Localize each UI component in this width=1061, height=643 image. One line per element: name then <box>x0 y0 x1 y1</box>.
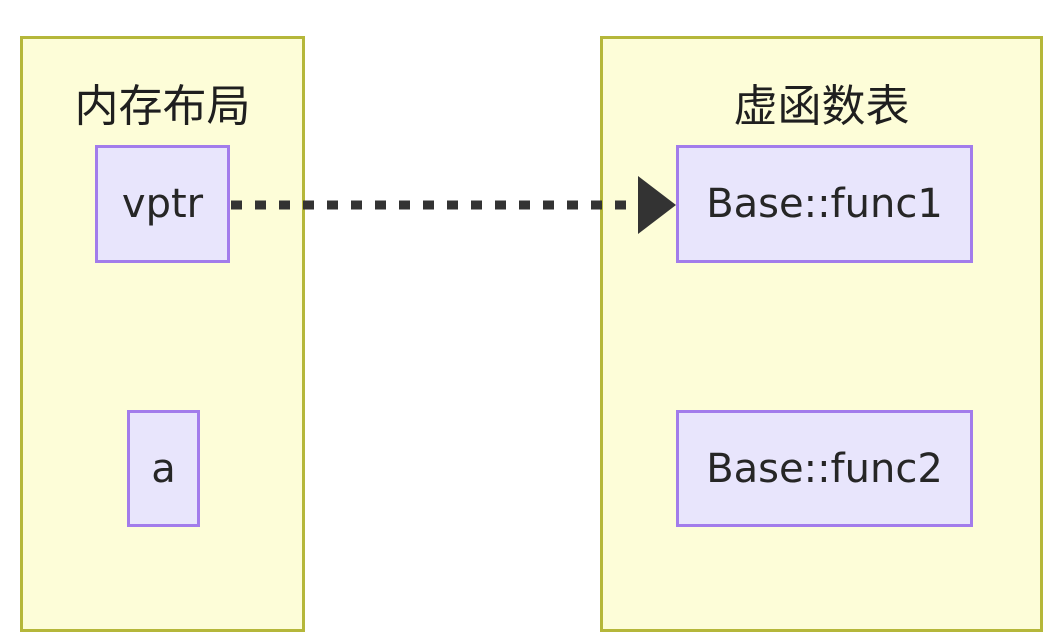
slot-vtable-entry-func2[interactable]: Base::func2 <box>676 410 973 527</box>
slot-member-a[interactable]: a <box>127 410 200 527</box>
vtable-group: 虚函数表 <box>600 36 1043 632</box>
memory-layout-title: 内存布局 <box>74 81 251 132</box>
slot-vptr[interactable]: vptr <box>95 145 230 263</box>
memory-layout-group: 内存布局 <box>20 36 305 632</box>
vtable-title: 虚函数表 <box>733 81 910 132</box>
slot-vtable-entry-func1[interactable]: Base::func1 <box>676 145 973 263</box>
